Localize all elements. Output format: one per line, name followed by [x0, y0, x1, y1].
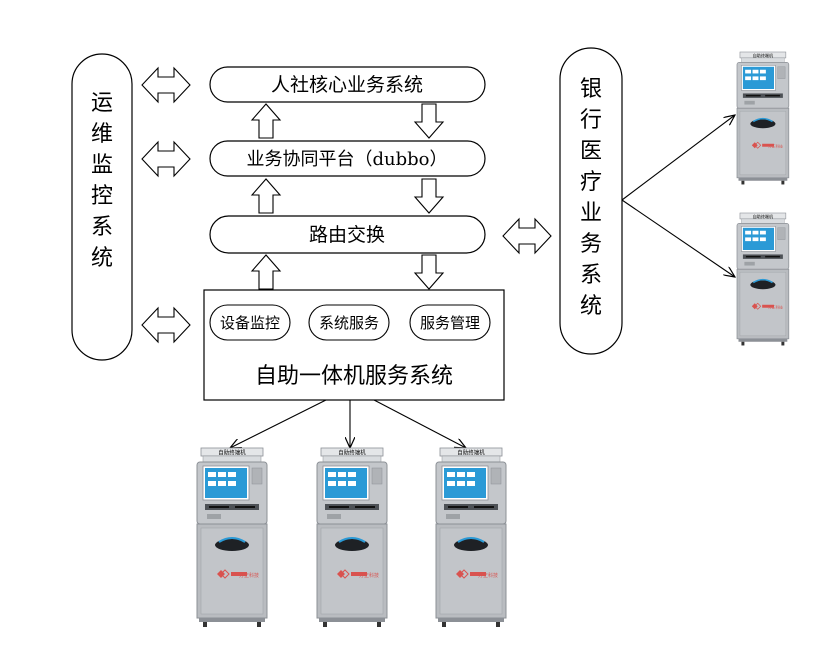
kiosk-device: 自助终端机 方正科技	[435, 447, 507, 628]
core-system-label: 人社核心业务系统	[271, 74, 423, 96]
routing-box	[209, 215, 486, 254]
kiosk-brand-label: 方正科技	[768, 304, 783, 309]
routing-label: 路由交换	[309, 224, 385, 246]
connector-line	[230, 399, 327, 448]
bank-system-label: 银行医疗业务系统	[580, 77, 602, 319]
double-arrow-icon	[141, 306, 191, 344]
bank-system-box	[559, 47, 623, 355]
module-device-monitor-label: 设备监控	[220, 314, 280, 332]
ops-system-box	[71, 53, 133, 361]
up-arrow-icon	[250, 254, 282, 290]
kiosk-device: 自助终端机 方正科技	[196, 447, 268, 628]
double-arrow-icon	[141, 66, 191, 104]
kiosk-header-label: 自助终端机	[753, 213, 773, 219]
up-arrow-icon	[250, 103, 282, 139]
kiosk-device: 自助终端机 方正科技	[736, 212, 790, 347]
up-arrow-icon	[250, 178, 282, 214]
down-arrow-icon	[413, 103, 445, 139]
double-arrow-icon	[502, 217, 552, 255]
kiosk-brand-label: 方正科技	[239, 572, 259, 579]
kiosk-header-label: 自助终端机	[753, 52, 773, 58]
module-system-service-box	[308, 304, 390, 341]
kiosk-brand-label: 方正科技	[768, 143, 783, 148]
kiosk-header-label: 自助终端机	[218, 449, 246, 457]
collab-platform-box	[209, 140, 486, 177]
down-arrow-icon	[413, 254, 445, 290]
core-system-box	[209, 66, 486, 103]
kiosk-brand-label: 方正科技	[478, 572, 498, 579]
kiosk-header-label: 自助终端机	[338, 449, 366, 457]
kiosk-device: 自助终端机 方正科技	[736, 51, 790, 186]
kiosk-device: 自助终端机 方正科技	[316, 447, 388, 628]
module-device-monitor-box	[209, 304, 291, 341]
kiosk-header-label: 自助终端机	[457, 449, 485, 457]
collab-platform-label: 业务协同平台（dubbo）	[247, 149, 448, 170]
module-service-management-label: 服务管理	[420, 314, 480, 332]
down-arrow-icon	[413, 178, 445, 214]
kiosk-brand-label: 方正科技	[359, 572, 379, 579]
module-service-management-box	[409, 304, 491, 341]
ops-system-label: 运维监控系统	[91, 91, 113, 271]
connector-line	[621, 199, 735, 277]
connector-line	[621, 115, 735, 201]
connector-line	[373, 399, 466, 448]
kiosk-system-title: 自助一体机服务系统	[255, 364, 453, 389]
double-arrow-icon	[141, 140, 191, 178]
module-system-service-label: 系统服务	[319, 314, 379, 332]
